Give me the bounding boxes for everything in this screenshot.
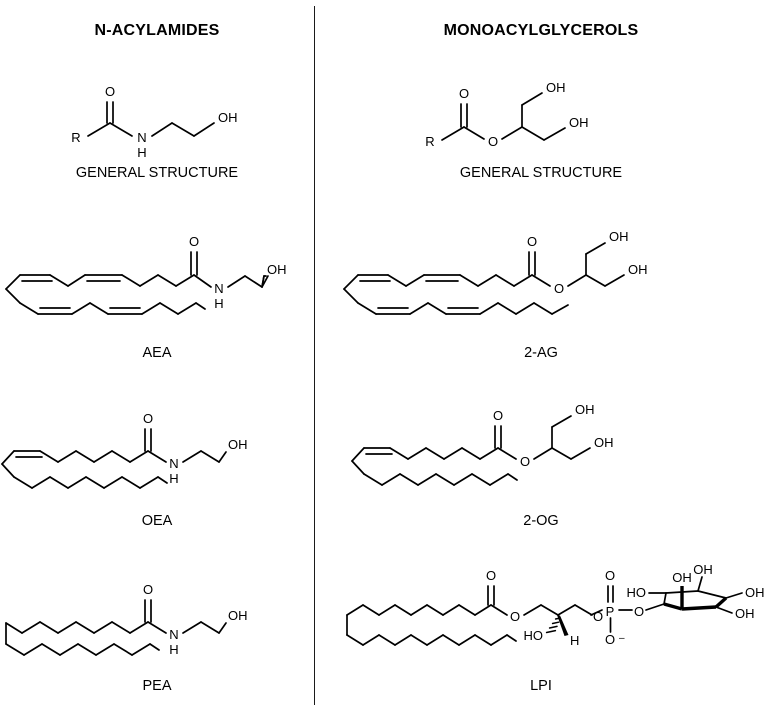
atom-label-O: O	[189, 234, 199, 249]
atom-label-OH-inositol-right: OH	[745, 585, 765, 600]
atom-label-O-phosphoester-left: O	[593, 609, 603, 624]
atom-label-O: O	[105, 84, 115, 99]
atom-label-OH: OH	[228, 608, 248, 623]
hashed-wedge-hydroxyl	[545, 617, 561, 634]
caption-2og: 2-OG	[523, 513, 559, 529]
atom-label-O-carbonyl: O	[459, 86, 469, 101]
column-header-monoacylglycerols: MONOACYLGLYCEROLS	[443, 22, 639, 39]
atom-label-N: N	[137, 130, 146, 145]
caption-mag-general: GENERAL STRUCTURE	[459, 165, 623, 181]
atom-label-OH: OH	[228, 437, 248, 452]
caption-pea: PEA	[142, 678, 172, 694]
atom-label-P: P	[606, 604, 615, 619]
atom-label-HO-inositol: HO	[627, 585, 647, 600]
atom-label-H: H	[169, 642, 178, 657]
atom-label-OH-upper: OH	[609, 229, 629, 244]
atom-label-OH-lower: OH	[569, 115, 589, 130]
atom-label-O: O	[143, 582, 153, 597]
atom-label-H: H	[169, 471, 178, 486]
structure-2og: O O OH OH	[340, 398, 660, 513]
structure-mag-general: R O O OH OH	[420, 78, 630, 158]
structure-aea: O N H OH	[0, 232, 300, 342]
atom-label-OH-lower: OH	[594, 435, 614, 450]
atom-label-OH: OH	[218, 110, 238, 125]
atom-label-O-carbonyl: O	[527, 234, 537, 249]
atom-label-H-stereocenter: H	[570, 633, 579, 648]
atom-label-OH-upper: OH	[546, 80, 566, 95]
atom-label-O-ester: O	[554, 281, 564, 296]
atom-label-O-ester: O	[510, 609, 520, 624]
structure-2ag: O O OH OH	[336, 228, 656, 343]
column-divider	[314, 6, 315, 705]
caption-aea: AEA	[142, 345, 172, 361]
structure-lpi: O O HO H O O P O – O HO OH OH OH OH	[336, 560, 768, 685]
atom-label-OH-upper: OH	[575, 402, 595, 417]
atom-label-O-carbonyl: O	[486, 568, 496, 583]
atom-label-R: R	[425, 134, 434, 149]
atom-label-O-phosphoryl: O	[605, 568, 615, 583]
caption-oea: OEA	[141, 513, 173, 529]
atom-label-OH-inositol-top-right: OH	[693, 562, 713, 577]
atom-label-N: N	[214, 281, 223, 296]
caption-nacylamide-general: GENERAL STRUCTURE	[75, 165, 239, 181]
atom-label-O-anionic: O	[605, 632, 615, 647]
structure-pea: O N H OH	[0, 572, 300, 677]
atom-label-HO-glycerol: HO	[524, 628, 544, 643]
atom-label-O: O	[143, 411, 153, 426]
atom-label-H: H	[214, 296, 223, 311]
caption-lpi: LPI	[530, 678, 552, 694]
atom-label-OH-inositol-top: OH	[672, 570, 692, 585]
column-header-n-acylamides: N-ACYLAMIDES	[94, 22, 220, 39]
atom-label-N: N	[169, 456, 178, 471]
charge-label-negative: –	[619, 633, 625, 644]
atom-label-OH-inositol-lower-right: OH	[735, 606, 755, 621]
atom-label-O-ester: O	[488, 134, 498, 149]
atom-label-N: N	[169, 627, 178, 642]
atom-label-O-carbonyl: O	[493, 408, 503, 423]
caption-2ag: 2-AG	[524, 345, 558, 361]
atom-label-O-phosphoester-right: O	[634, 604, 644, 619]
structure-oea: O N H OH	[0, 402, 300, 512]
atom-label-OH: OH	[267, 262, 287, 277]
atom-label-OH-lower: OH	[628, 262, 648, 277]
structure-nacylamide-general: R O N H OH	[60, 78, 260, 160]
atom-label-H: H	[137, 145, 146, 160]
atom-label-O-ester: O	[520, 454, 530, 469]
bold-wedge-hydrogen	[557, 615, 569, 636]
atom-label-R: R	[71, 130, 80, 145]
